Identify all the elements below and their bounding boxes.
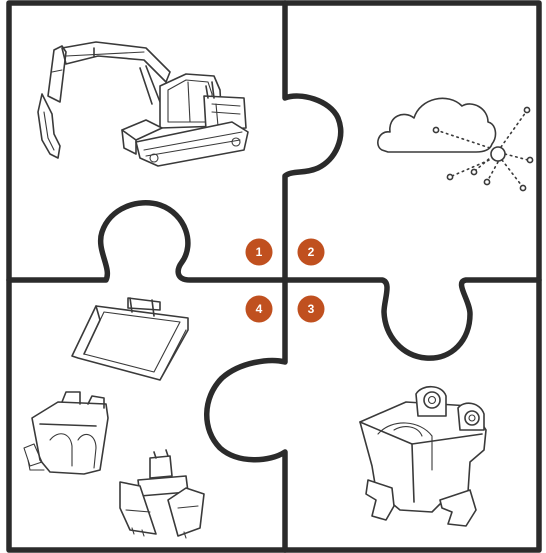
bucket-icon [72,298,188,380]
badge-1-label: 1 [256,245,263,259]
horizontal-seam-right [285,280,539,358]
horizontal-seam-left [9,203,285,280]
vertical-seam-top [285,3,341,280]
excavator-icon [38,42,248,166]
badge-3: 3 [298,296,325,323]
cloud-network-icon [378,98,533,190]
badge-2-label: 2 [308,245,315,259]
quick-coupler-icon [360,387,486,526]
badge-3-label: 3 [308,302,315,316]
clamshell-icon [120,450,204,538]
vertical-seam-bottom [207,280,285,550]
badge-2: 2 [298,239,325,266]
grapple-icon [24,392,108,474]
badge-4-label: 4 [256,302,263,316]
badge-1: 1 [246,239,273,266]
badge-4: 4 [246,296,273,323]
